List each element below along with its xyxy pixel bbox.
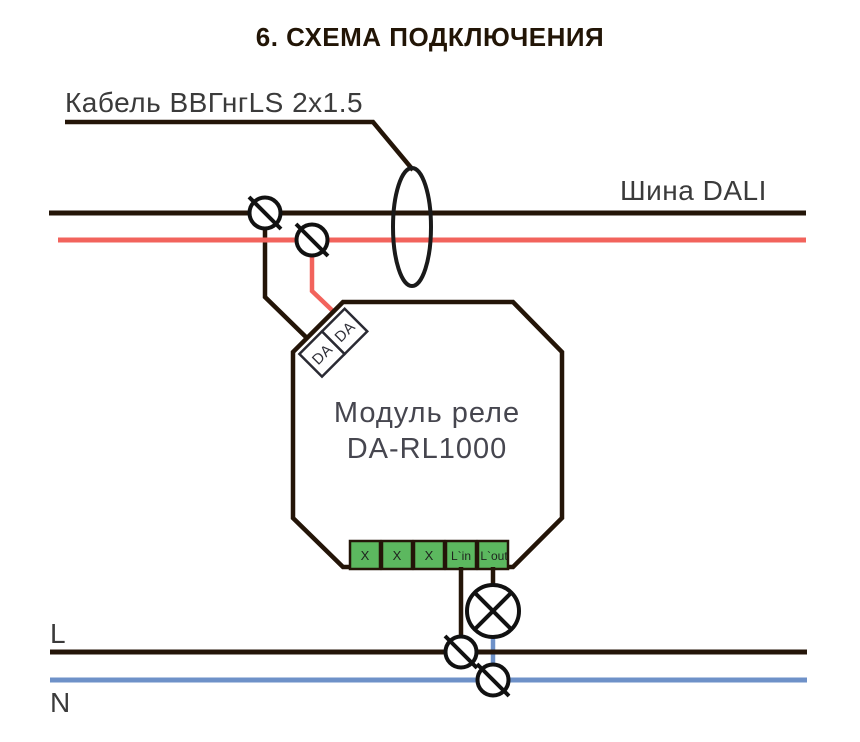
dali-drop-wire-dark: [262, 227, 312, 343]
cable-label-leader-line: [65, 119, 415, 172]
output-terminal-strip: X X X L`in L`out: [348, 539, 510, 571]
connector-slash: [443, 634, 479, 670]
lamp-cross-line-2: [473, 591, 513, 631]
output-terminal-x3: [412, 539, 446, 571]
dali-bus-label: Шина DALI: [620, 175, 767, 206]
phase-line-label: L: [50, 618, 66, 649]
dali-drop-wire-red: [309, 254, 338, 316]
output-terminal-lout: [476, 539, 510, 571]
module-name-line2: DA-RL1000: [347, 433, 508, 465]
output-terminal-x3-label: X: [425, 548, 434, 563]
neutral-line-label: N: [50, 687, 71, 718]
connector-slash: [294, 222, 330, 258]
wire-tap-connector-dali-red: [294, 222, 330, 258]
module-name-line1: Модуль реле: [334, 397, 520, 429]
wire-tap-connector-dali-dark: [247, 195, 283, 231]
output-terminal-x1: [348, 539, 382, 571]
lamp-icon: [465, 583, 521, 639]
relay-module-body: [290, 299, 565, 570]
output-terminal-x2: [380, 539, 414, 571]
output-terminal-x1-label: X: [361, 548, 370, 563]
connector-slash: [475, 662, 511, 698]
cable-label: Кабель ВВГнгLS 2х1.5: [65, 87, 363, 118]
cable-loop-ellipse: [391, 166, 433, 288]
wire-tap-connector-neutral: [475, 662, 511, 698]
dali-terminal-2: [320, 306, 370, 356]
connector-slash: [247, 195, 283, 231]
output-terminal-lin-label: L`in: [451, 549, 471, 563]
page-title: 6. СХЕМА ПОДКЛЮЧЕНИЯ: [256, 22, 604, 52]
dali-terminal-block: DA DA: [297, 306, 370, 379]
output-terminal-lout-label: L`out: [480, 549, 508, 563]
wire-tap-connector-phase: [443, 634, 479, 670]
output-terminal-x2-label: X: [393, 548, 402, 563]
